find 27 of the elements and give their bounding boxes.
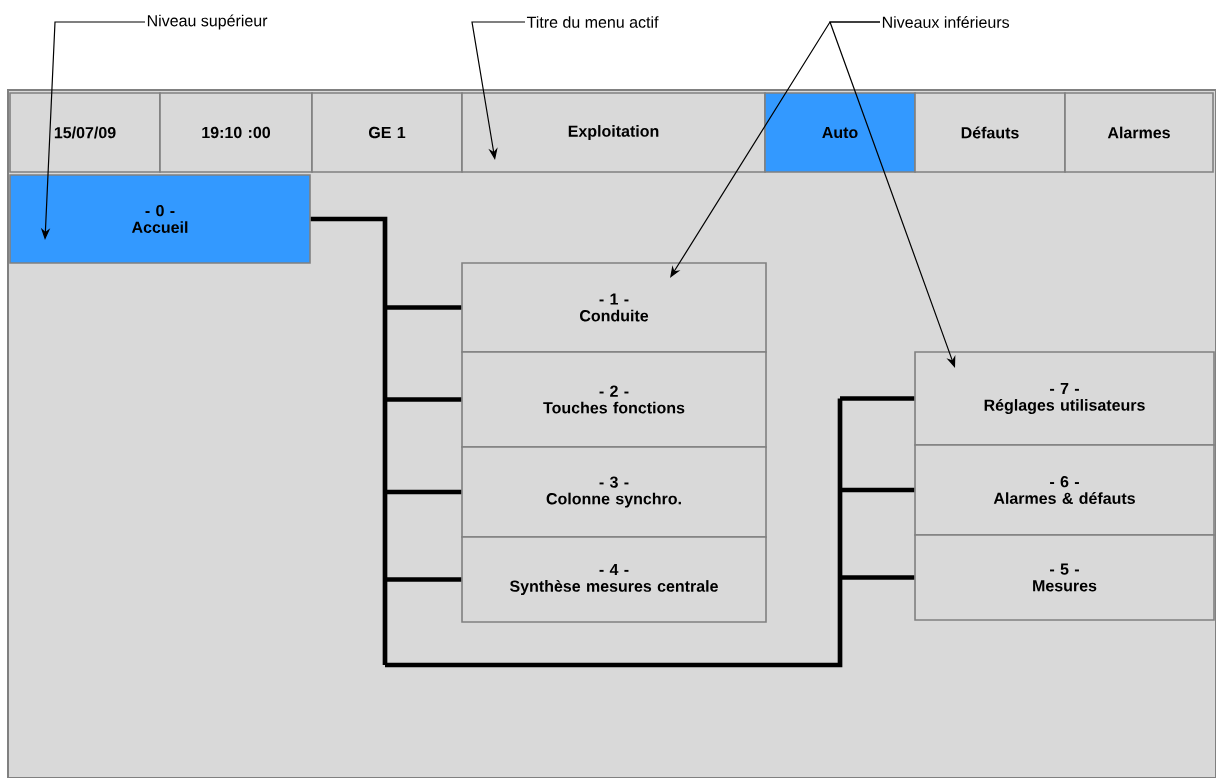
- tab-cell: 15/07/09: [9, 92, 161, 173]
- connector-line: [840, 487, 915, 493]
- callout-label: Titre du menu actif: [526, 16, 659, 28]
- connector-line: [840, 396, 915, 401]
- menu-button: - 3 - Colonne synchro.: [461, 446, 767, 538]
- callout-label: Niveaux inférieurs: [882, 16, 1010, 28]
- menu-button: - 4 - Synthèse mesures centrale: [461, 536, 767, 623]
- tab-cell: GE 1: [311, 92, 463, 173]
- tab-cell: 19:10 :00: [159, 92, 313, 173]
- menu-button: - 7 - Réglages utilisateurs: [914, 351, 1215, 446]
- menu-button: - 0 - Accueil: [9, 174, 311, 264]
- menu-button: - 1 - Conduite: [461, 262, 767, 353]
- tab-cell: Défauts: [914, 92, 1066, 173]
- tab-cell: Auto: [764, 92, 916, 173]
- leader-line: [829, 21, 956, 368]
- connector-line: [385, 305, 462, 310]
- connector-line: [840, 575, 915, 580]
- connector-line: [385, 577, 462, 582]
- connector-line: [310, 216, 388, 665]
- menu-button: - 5 - Mesures: [914, 534, 1215, 621]
- connector-line: [385, 397, 462, 402]
- menu-button: - 2 - Touches fonctions: [461, 351, 767, 448]
- connector-line: [385, 398, 843, 668]
- menu-button: - 6 - Alarmes & défauts: [914, 444, 1215, 536]
- tab-cell: Alarmes: [1064, 92, 1214, 173]
- callout-label: Niveau supérieur: [147, 14, 268, 30]
- connector-line: [385, 489, 462, 495]
